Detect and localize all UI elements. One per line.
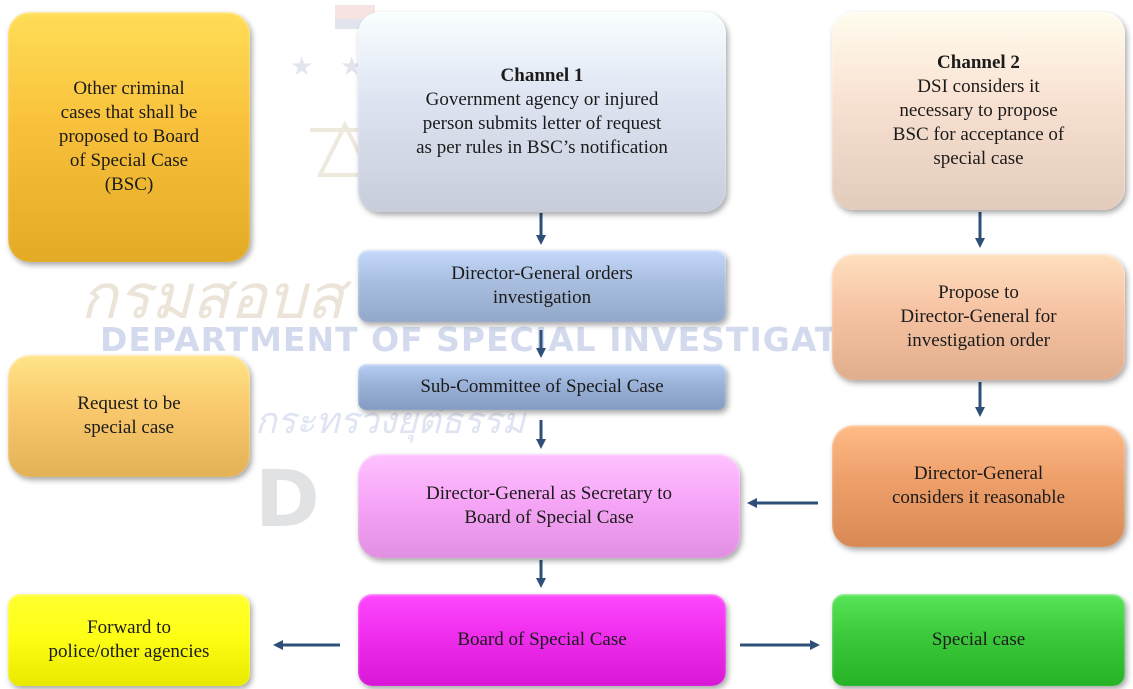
box-text-line: special case: [83, 417, 175, 438]
forward-to-police-box: Forward to police/other agencies: [8, 594, 250, 686]
watermark-english-line: DEPARTMENT OF SPECIAL INVESTIGATION: [100, 320, 910, 359]
box-text-line: police/other agencies: [48, 641, 210, 662]
special-case-box: Special case: [832, 594, 1125, 686]
box-text-line: Request to be: [77, 393, 181, 414]
box-text-line: Propose to: [938, 282, 1019, 303]
dg-considers-reasonable-box: Director-General considers it reasonable: [832, 425, 1125, 547]
box-text-line: (BSC): [104, 174, 154, 195]
board-of-special-case-box: Board of Special Case: [358, 594, 726, 686]
box-text-line: proposed to Board: [58, 126, 200, 147]
box-text-line: Special case: [931, 629, 1026, 650]
box-text-line: DSI considers it: [917, 76, 1040, 97]
box-text-line: Board of Special Case: [464, 507, 634, 528]
box-text-line: BSC for acceptance of: [892, 124, 1065, 145]
box-text-line: Director-General: [913, 463, 1044, 484]
box-text-line: Director-General for: [900, 306, 1057, 327]
box-text-line: necessary to propose: [899, 100, 1058, 121]
svg-text:★: ★: [290, 52, 313, 82]
sub-committee-box: Sub-Committee of Special Case: [358, 364, 726, 410]
box-title: Channel 1: [500, 65, 584, 86]
request-special-case-box: Request to be special case: [8, 355, 250, 477]
box-text-line: person submits letter of request: [422, 113, 662, 134]
channel-2-box: Channel 2 DSI considers it necessary to pr…: [832, 12, 1125, 210]
dg-secretary-box: Director-General as Secretary to Board of…: [358, 454, 740, 558]
watermark-thai-line1: กรมสอบส: [80, 260, 344, 333]
box-text-line: Director-General as Secretary to: [426, 483, 672, 504]
box-text-line: as per rules in BSC’s notification: [416, 137, 668, 158]
box-text-line: Sub-Committee of Special Case: [420, 376, 664, 397]
channel-1-box: Channel 1 Government agency or injured per…: [358, 12, 726, 212]
box-text-line: Director-General orders: [451, 263, 633, 284]
box-text-line: Forward to: [87, 617, 171, 638]
other-criminal-cases-box: Other criminal cases that shall be propose…: [8, 12, 250, 262]
box-text-line: cases that shall be: [60, 102, 198, 123]
box-text-line: Board of Special Case: [457, 629, 627, 650]
box-text-line: investigation: [492, 287, 592, 308]
box-text-line: Government agency or injured: [425, 89, 659, 110]
box-title: Channel 2: [937, 52, 1020, 73]
dg-orders-investigation-box: Director-General orders investigation: [358, 250, 726, 322]
watermark-letter: D: [255, 455, 320, 545]
box-text-line: Other criminal: [73, 78, 185, 99]
box-text-line: special case: [933, 148, 1024, 169]
propose-to-dg-box: Propose to Director-General for investigat…: [832, 254, 1125, 380]
box-text-line: considers it reasonable: [891, 487, 1066, 508]
box-text-line: of Special Case: [69, 150, 189, 171]
box-text-line: investigation order: [907, 330, 1050, 351]
